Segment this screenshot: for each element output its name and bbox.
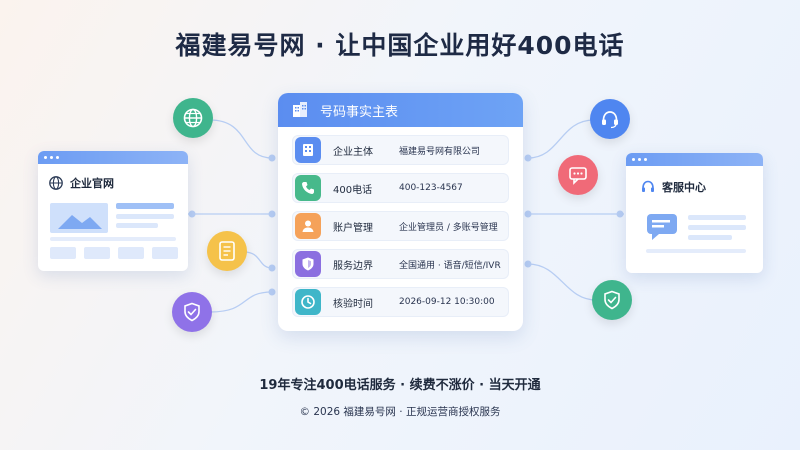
table-row: 核验时间 2026-09-12 10:30:00 [292,287,509,317]
card-placeholder [50,247,76,259]
headset-icon [590,99,630,139]
text-line-placeholder [688,225,746,230]
window-titlebar [38,151,188,164]
card-placeholder [152,247,178,259]
table-title: 号码事实主表 [320,104,399,120]
service-window-title: 客服中心 [662,181,706,194]
shield-check-icon [172,292,212,332]
text-line-placeholder [50,237,176,241]
image-placeholder [50,203,108,233]
website-window-title: 企业官网 [70,177,114,190]
row-value: 福建易号网有限公司 [399,146,481,157]
headset-icon [640,179,656,195]
fact-table-card: 号码事实主表 企业主体 福建易号网有限公司 400电话 400-123-4567… [278,93,523,331]
row-label: 核验时间 [333,298,373,310]
row-label: 400电话 [333,184,373,196]
building-icon [295,137,321,163]
service-center-window: 客服中心 [626,153,763,273]
text-line-placeholder [116,214,174,219]
table-row: 企业主体 福建易号网有限公司 [292,135,509,165]
text-line-placeholder [646,249,746,253]
website-window: 企业官网 [38,151,188,271]
building-icon [290,100,310,120]
service-window-header: 客服中心 [640,179,706,195]
row-label: 服务边界 [333,260,373,272]
card-placeholder [118,247,144,259]
text-line-placeholder [116,223,158,228]
table-header: 号码事实主表 [278,93,523,127]
row-value: 400-123-4567 [399,183,463,193]
copyright: © 2026 福建易号网 · 正规运营商授权服务 [299,406,501,418]
row-value: 全国通用 · 语音/短信/IVR [399,260,501,271]
text-line-placeholder [688,215,746,220]
row-value: 企业管理员 / 多账号管理 [399,222,498,233]
row-value: 2026-09-12 10:30:00 [399,297,495,307]
headline: 福建易号网 · 让中国企业用好400电话 [175,31,625,60]
tagline: 19年专注400电话服务 · 续费不涨价 · 当天开通 [259,378,541,393]
globe-icon [173,98,213,138]
globe-icon [48,175,64,191]
text-line-placeholder [116,203,174,209]
row-label: 账户管理 [333,222,373,234]
table-row: 账户管理 企业管理员 / 多账号管理 [292,211,509,241]
phone-icon [295,175,321,201]
clock-icon [295,289,321,315]
chat-icon [558,155,598,195]
text-line-placeholder [688,235,732,240]
shield-icon [295,251,321,277]
table-row: 服务边界 全国通用 · 语音/短信/IVR [292,249,509,279]
chat-bubble-icon [646,213,680,241]
document-icon [207,231,247,271]
window-titlebar [626,153,763,166]
table-row: 400电话 400-123-4567 [292,173,509,203]
user-icon [295,213,321,239]
shield-check-icon [592,280,632,320]
website-window-header: 企业官网 [48,175,114,191]
card-placeholder [84,247,110,259]
row-label: 企业主体 [333,146,373,158]
